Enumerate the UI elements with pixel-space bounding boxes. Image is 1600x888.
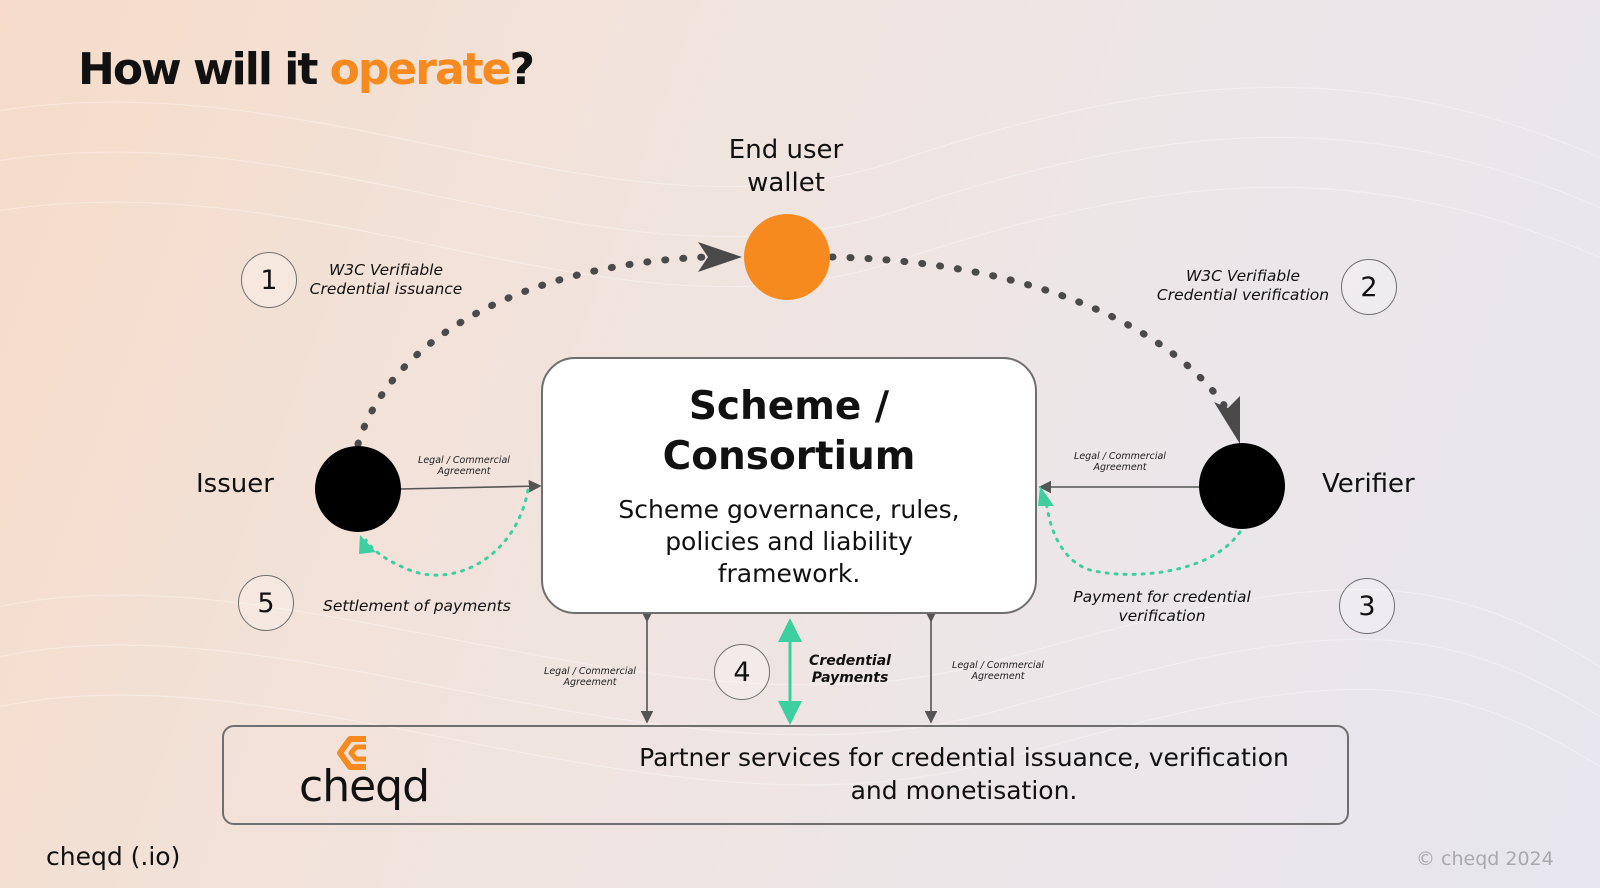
flow-issuance-dotted [354, 253, 710, 448]
step-2-badge: 2 [1341, 259, 1397, 315]
flow-payment-arrowhead [1038, 486, 1054, 506]
flow-issuance-arrowhead [698, 242, 742, 272]
bottom-left-agreement-label: Legal / Commercial Agreement [544, 666, 636, 688]
step-4-badge: 4 [714, 644, 770, 700]
step-2-label: W3C Verifiable Credential verification [1156, 267, 1330, 304]
footer-site: cheqd (.io) [46, 842, 181, 871]
step-1-label: W3C Verifiable Credential issuance [309, 261, 463, 298]
page-title: How will it operate? [78, 44, 535, 95]
step-5-label: Settlement of payments [323, 597, 511, 615]
scheme-consortium-box: Scheme / Consortium Scheme governance, r… [541, 357, 1037, 614]
partner-services-text: Partner services for credential issuance… [639, 743, 1289, 805]
title-end: ? [509, 44, 535, 95]
wallet-node [744, 214, 830, 300]
wallet-label: End user wallet [728, 135, 844, 198]
flow-settlement-arrowhead [359, 535, 376, 554]
step-3-badge: 3 [1339, 578, 1395, 634]
title-main: How will it [78, 44, 330, 95]
flow-settlement-dotted [364, 488, 530, 577]
verifier-agreement-label: Legal / Commercial Agreement [1074, 451, 1166, 473]
scheme-description: Scheme governance, rules, policies and l… [618, 495, 960, 588]
bottom-right-agreement-label: Legal / Commercial Agreement [952, 660, 1044, 682]
issuer-label: Issuer [196, 469, 274, 499]
flow-verification-arrowhead [1214, 396, 1240, 444]
step-3-label: Payment for credential verification [1073, 588, 1251, 625]
footer-copyright: © cheqd 2024 [1416, 848, 1554, 870]
issuer-agreement-arrow [399, 479, 542, 493]
flow-payment-dotted [1044, 498, 1242, 576]
step-5-badge: 5 [238, 575, 294, 631]
title-accent: operate [329, 44, 512, 95]
verifier-node [1199, 443, 1285, 529]
step-4-label: Credential Payments [809, 653, 891, 686]
issuer-node [315, 446, 401, 532]
verifier-label: Verifier [1322, 469, 1415, 499]
issuer-agreement-label: Legal / Commercial Agreement [418, 455, 510, 477]
step-1-badge: 1 [241, 252, 297, 308]
scheme-title: Scheme / Consortium [662, 384, 916, 479]
cheqd-logo-icon [337, 736, 366, 770]
cheqd-logo-text: cheqd [299, 761, 430, 812]
partner-services-box: cheqd Partner services for credential is… [222, 725, 1349, 825]
